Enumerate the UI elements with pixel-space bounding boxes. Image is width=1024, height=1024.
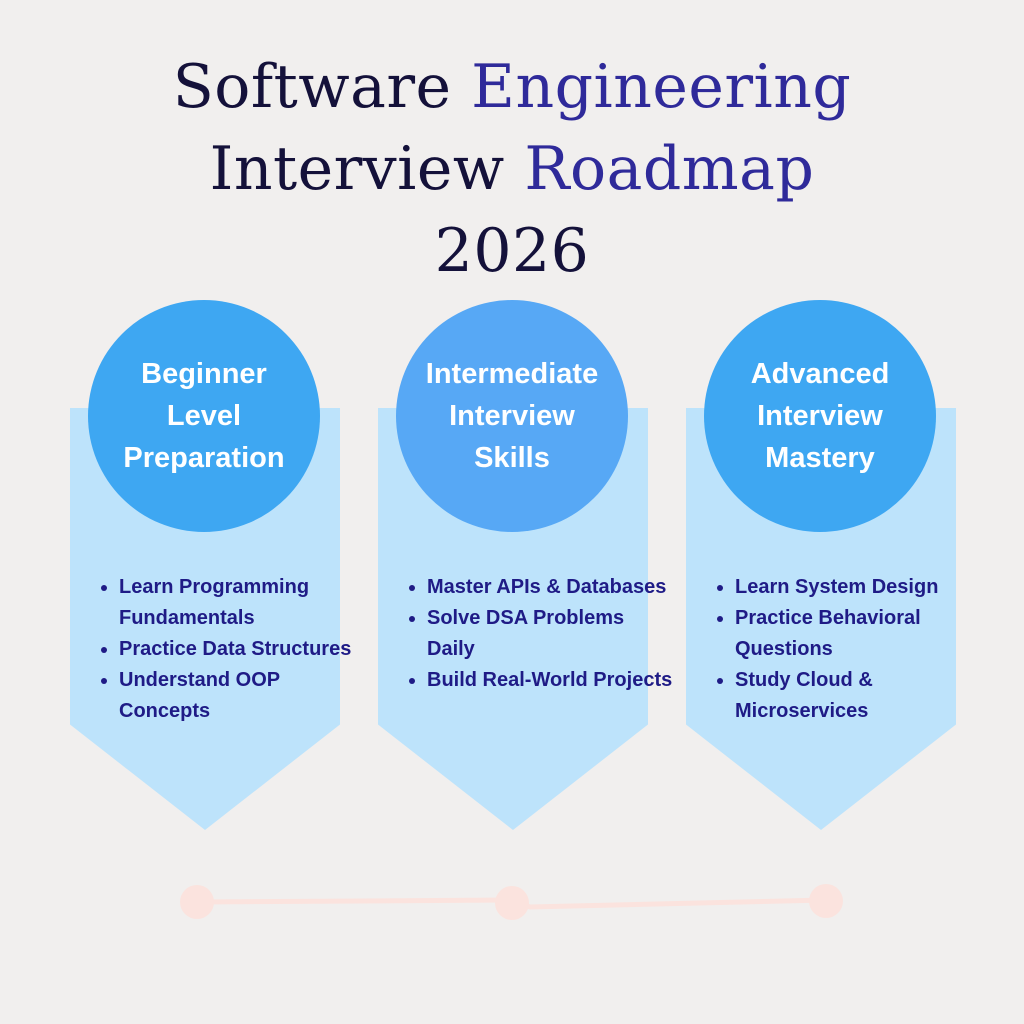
stage-card-advanced: Advanced Interview Mastery Learn System … [681,300,961,840]
stage-heading-circle: Beginner Level Preparation [88,300,320,532]
list-item: Practice Data Structures [119,634,367,665]
list-item: Learn System Design [735,572,983,603]
timeline-dot [809,884,843,918]
stage-heading-line: Level [166,400,242,432]
stage-heading-line: Mastery [765,442,875,474]
list-item: Study Cloud & Microservices [735,665,983,727]
title-word-roadmap: Roadmap [524,134,815,204]
stage-heading-line: Intermediate [425,358,599,390]
stage-card-intermediate: Intermediate Interview Skills Master API… [373,300,672,840]
title-line-2: Interview Roadmap [0,128,1024,210]
stage-heading: Intermediate Interview Skills [426,353,598,479]
list-item: Learn Programming Fundamentals [119,572,367,634]
title-word-interview: Interview [209,134,505,204]
title-line-1: Software Engineering [0,46,1024,128]
stage-heading: Beginner Level Preparation [123,353,284,479]
title-word-software: Software [172,52,452,122]
stage-heading-line: Advanced [750,358,890,390]
stage-heading-circle: Intermediate Interview Skills [396,300,628,532]
list-item: Master APIs & Databases [427,572,675,603]
stage-heading-circle: Advanced Interview Mastery [704,300,936,532]
list-item: Build Real-World Projects [427,665,675,696]
stage-points: Master APIs & Databases Solve DSA Proble… [401,572,675,696]
list-item: Solve DSA Problems Daily [427,603,675,665]
stage-heading-line: Skills [474,442,550,474]
timeline-dot [495,886,529,920]
stage-points: Learn System Design Practice Behavioral … [709,572,983,727]
stage-points: Learn Programming Fundamentals Practice … [93,572,367,727]
title-year: 2026 [434,216,590,286]
list-item: Understand OOP Concepts [119,665,367,727]
title-word-engineering: Engineering [471,52,852,122]
stage-card-beginner: Beginner Level Preparation Learn Program… [65,300,351,840]
stage-heading: Advanced Interview Mastery [751,353,890,479]
list-item: Practice Behavioral Questions [735,603,983,665]
stage-heading-line: Interview [757,400,883,432]
timeline-dot [180,885,214,919]
stage-heading-line: Interview [449,400,575,432]
page-title: Software Engineering Interview Roadmap 2… [0,46,1024,292]
stage-heading-line: Beginner [141,358,267,390]
stage-heading-line: Preparation [123,442,285,474]
